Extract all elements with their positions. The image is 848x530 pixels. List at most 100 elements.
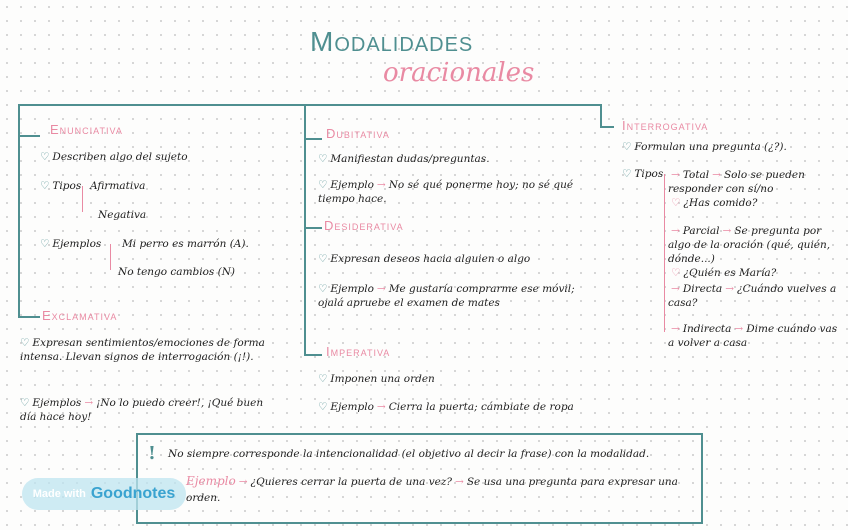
- tipo-example: ¿Has comido?: [683, 197, 758, 209]
- title: Modalidades: [310, 26, 474, 57]
- dubitativa-desc: ♡Manifiestan dudas/preguntas.: [318, 152, 490, 166]
- enunciativa-tipos: ♡Tipos: [40, 179, 81, 193]
- imperativa-heading: Imperativa: [326, 344, 391, 359]
- arrow-icon: →: [734, 323, 744, 335]
- desc-text: Expresan deseos hacia alguien o algo: [330, 253, 531, 265]
- heart-icon: ♡: [20, 397, 30, 409]
- desc-text: Formulan una pregunta (¿?).: [634, 141, 787, 153]
- enunciativa-desc: ♡Describen algo del sujeto: [40, 150, 188, 164]
- ejemplo-text: ¿Quieres cerrar la puerta de una vez?: [250, 476, 453, 488]
- exclamation-icon: !: [148, 443, 156, 464]
- subtitle: oracionales: [383, 58, 535, 88]
- ejemplo-item: Mi perro es marrón (A).: [122, 238, 249, 250]
- tipo-item: Negativa: [98, 209, 147, 221]
- desiderativa-ejemplo: ♡Ejemplo→Me gustaría comprarme ese móvil…: [318, 282, 603, 310]
- note-example: Ejemplo →¿Quieres cerrar la puerta de una…: [186, 473, 696, 506]
- heart-icon: ♡: [40, 151, 50, 163]
- badge-prefix: Made with: [32, 488, 86, 500]
- interrogativa-tipo-directa: →Directa→¿Cuándo vuelves a casa?: [668, 282, 838, 310]
- ejemplo-text: ¡No lo puedo creer!, ¡Qué buen día hace …: [20, 397, 264, 423]
- arrow-icon: →: [712, 169, 721, 181]
- arrow-icon: →: [671, 169, 680, 181]
- ejemplo-text: Cierra la puerta; cámbiate de ropa: [388, 401, 574, 413]
- arrow-icon: →: [722, 225, 732, 237]
- tree-left-line: [18, 104, 20, 318]
- heart-icon: ♡: [40, 238, 50, 250]
- arrow-icon: →: [671, 323, 680, 335]
- branch: [18, 135, 40, 137]
- branch: [600, 126, 614, 128]
- dubitativa-heading: Dubitativa: [326, 126, 390, 141]
- interrogativa-tipos: ♡Tipos: [622, 167, 663, 181]
- tipo-name: Total: [682, 169, 710, 181]
- heart-icon: ♡: [318, 179, 328, 191]
- connector: [82, 186, 83, 212]
- tipo-desc: Se pregunta por algo de la oración (qué,…: [668, 225, 831, 265]
- interrogativa-heading: Interrogativa: [622, 118, 709, 133]
- branch: [304, 354, 322, 356]
- desc-text: Describen algo del sujeto: [52, 151, 188, 163]
- heart-icon: ♡: [622, 168, 632, 180]
- tipos-label: Tipos: [52, 180, 82, 192]
- ejemplo-label: Ejemplo: [330, 179, 374, 191]
- explanation-text: Se usa una pregunta para expresar una or…: [186, 476, 678, 504]
- heart-icon: ♡: [318, 283, 328, 295]
- desiderativa-heading: Desiderativa: [324, 218, 404, 233]
- arrow-icon: →: [455, 476, 464, 488]
- arrow-icon: →: [376, 283, 386, 295]
- tipo-name: Directa: [682, 283, 723, 295]
- enunciativa-ejemplos: ♡Ejemplos: [40, 237, 101, 251]
- badge-brand: Goodnotes: [90, 485, 176, 502]
- tipo-desc: ¿Cuándo vuelves a casa?: [668, 283, 837, 309]
- ejemplos-label: Ejemplos: [52, 238, 102, 250]
- tree-top-line: [18, 104, 601, 106]
- heart-icon: ♡: [20, 337, 30, 349]
- heart-icon: ♡: [318, 401, 328, 413]
- ejemplo-text: No sé qué ponerme hoy; no sé qué tiempo …: [318, 179, 574, 205]
- connector: [664, 174, 665, 332]
- exclamativa-heading: Exclamativa: [42, 308, 118, 323]
- desiderativa-desc: ♡Expresan deseos hacia alguien o algo: [318, 252, 530, 266]
- heart-icon: ♡: [40, 180, 50, 192]
- interrogativa-tipo-total: →Total→Solo se pueden responder con sí/n…: [668, 168, 838, 210]
- arrow-icon: →: [671, 225, 680, 237]
- goodnotes-badge[interactable]: Made with Goodnotes: [22, 478, 186, 510]
- tree-right-line: [600, 104, 602, 128]
- arrow-icon: →: [376, 179, 386, 191]
- heart-icon: ♡: [671, 267, 681, 279]
- desc-text: Imponen una orden: [330, 373, 435, 385]
- imperativa-ejemplo: ♡Ejemplo→Cierra la puerta; cámbiate de r…: [318, 400, 608, 414]
- tipo-desc: Solo se pueden responder con sí/no: [668, 169, 805, 195]
- connector: [110, 244, 111, 270]
- arrow-icon: →: [376, 401, 386, 413]
- imperativa-desc: ♡Imponen una orden: [318, 372, 435, 386]
- tipo-name: Parcial: [682, 225, 720, 237]
- branch: [304, 227, 322, 229]
- branch: [304, 138, 322, 140]
- enunciativa-heading: Enunciativa: [50, 122, 123, 137]
- tipo-example: ¿Quién es María?: [683, 267, 777, 279]
- interrogativa-tipo-parcial: →Parcial→Se pregunta por algo de la orac…: [668, 224, 843, 280]
- ejemplo-label: Ejemplo: [330, 283, 374, 295]
- ejemplo-item: No tengo cambios (N): [118, 266, 236, 278]
- tree-mid-line: [304, 104, 306, 356]
- heart-icon: ♡: [318, 153, 328, 165]
- note-text: No siempre corresponde la intencionalida…: [168, 448, 650, 460]
- ejemplo-label: Ejemplo: [186, 474, 236, 488]
- arrow-icon: →: [671, 283, 680, 295]
- dubitativa-ejemplo: ♡Ejemplo→No sé qué ponerme hoy; no sé qu…: [318, 178, 603, 206]
- interrogativa-desc: ♡Formulan una pregunta (¿?).: [622, 140, 787, 154]
- tipos-label: Tipos: [634, 168, 664, 180]
- ejemplo-text: Me gustaría comprarme ese móvil; ojalá a…: [318, 283, 575, 309]
- heart-icon: ♡: [622, 141, 632, 153]
- desc-text: Manifiestan dudas/preguntas.: [330, 153, 490, 165]
- note-box: ! No siempre corresponde la intencionali…: [136, 433, 703, 524]
- heart-icon: ♡: [318, 373, 328, 385]
- heart-icon: ♡: [318, 253, 328, 265]
- branch: [18, 316, 40, 318]
- ejemplo-label: Ejemplo: [330, 401, 374, 413]
- tipo-name: Indirecta: [682, 323, 732, 335]
- desc-text: Expresan sentimientos/emociones de forma…: [20, 337, 265, 363]
- arrow-icon: →: [725, 283, 734, 295]
- exclamativa-desc: ♡Expresan sentimientos/emociones de form…: [20, 336, 270, 364]
